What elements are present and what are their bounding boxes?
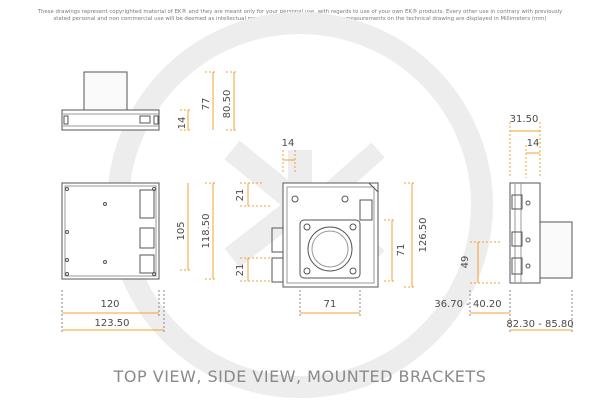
front-view-dimensions xyxy=(61,182,217,332)
dim-71-vertical: 71 xyxy=(396,244,407,257)
dim-36-70-40-20: 36.70 - 40.20 xyxy=(434,299,501,310)
dim-80-50: 80.50 xyxy=(222,90,233,119)
dim-49: 49 xyxy=(460,256,471,269)
dim-77: 77 xyxy=(201,98,212,111)
dim-120: 120 xyxy=(100,299,119,310)
dim-82-30-85-80: 82.30 - 85.80 xyxy=(506,319,573,330)
dim-21-upper: 21 xyxy=(235,189,246,202)
dim-118-50: 118.50 xyxy=(201,214,212,249)
dim-123-50: 123.50 xyxy=(95,318,130,329)
dim-105: 105 xyxy=(176,221,187,240)
drawing-caption: TOP VIEW, SIDE VIEW, MOUNTED BRACKETS xyxy=(113,367,487,386)
top-view-dimensions xyxy=(180,71,238,131)
top-view-drawing xyxy=(61,71,160,131)
dim-14-side: 14 xyxy=(527,138,540,149)
side-view-drawing xyxy=(509,182,573,284)
dim-21-lower: 21 xyxy=(235,264,246,277)
dim-14-top: 14 xyxy=(177,117,188,130)
bracket-front-dimensions xyxy=(240,150,416,318)
bracket-front-drawing xyxy=(271,182,379,288)
dim-14-front: 14 xyxy=(282,138,295,149)
dim-31-50: 31.50 xyxy=(510,114,539,125)
front-view-drawing xyxy=(61,182,160,280)
dim-71-horizontal: 71 xyxy=(324,299,337,310)
side-view-dimensions xyxy=(469,122,573,332)
dim-126-50: 126.50 xyxy=(418,218,429,253)
